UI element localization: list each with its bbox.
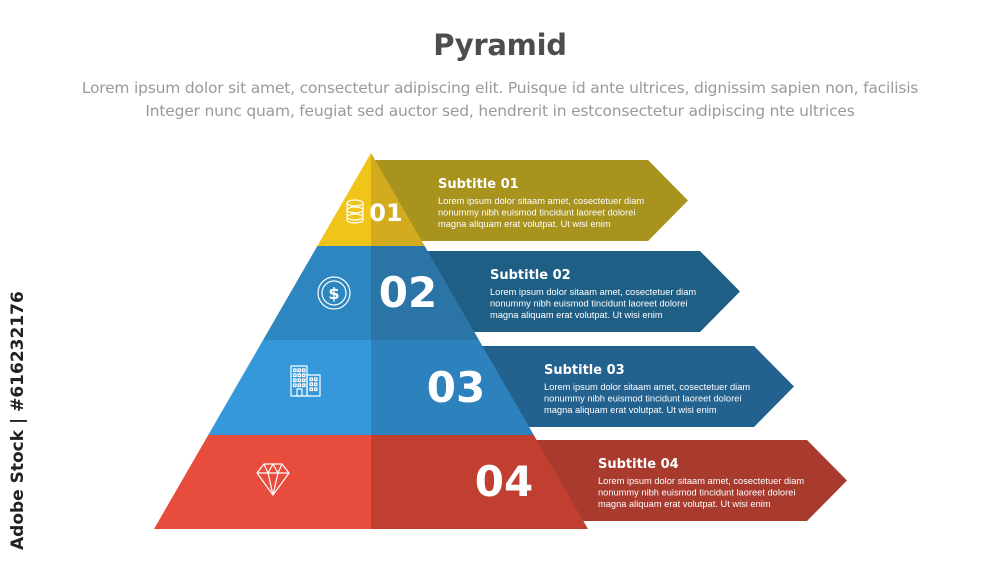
level-4-text-line: Lorem ipsum dolor sitaam amet, cosectetu… bbox=[598, 476, 804, 486]
level-1-text-line: nonummy nibh euismod tincidunt laoreet d… bbox=[438, 208, 635, 218]
building-icon bbox=[290, 365, 321, 397]
database-icon bbox=[346, 199, 364, 224]
level-3-text-line: magna aliquam erat volutpat. Ut wisi eni… bbox=[544, 405, 717, 415]
arrow-banner-4 bbox=[532, 440, 847, 521]
pyramid-level-1-right bbox=[371, 153, 425, 246]
page-subtitle-line-2: Integer nunc quam, feugiat sed auctor se… bbox=[145, 102, 855, 120]
pyramid-level-3-right bbox=[371, 340, 534, 435]
pyramid-level-4-left bbox=[154, 435, 371, 529]
level-1-text-line: Lorem ipsum dolor sitaam amet, cosectetu… bbox=[438, 196, 644, 206]
page-title: Pyramid bbox=[433, 28, 567, 62]
diamond-icon bbox=[256, 463, 290, 496]
pyramid-level-4-right bbox=[371, 435, 588, 529]
level-1-subtitle: Subtitle 01 bbox=[438, 177, 519, 192]
level-2-subtitle: Subtitle 02 bbox=[490, 268, 571, 283]
level-2-text-line: Lorem ipsum dolor sitaam amet, cosectetu… bbox=[490, 287, 696, 297]
arrow-banner-3 bbox=[478, 346, 794, 427]
level-3-number: 03 bbox=[427, 363, 485, 412]
pyramid-level-3-left bbox=[208, 340, 371, 435]
arrow-banner-1 bbox=[372, 160, 688, 241]
arrow-banners bbox=[372, 160, 847, 521]
page-subtitle-line-1: Lorem ipsum dolor sit amet, consectetur … bbox=[81, 79, 919, 97]
pyramid-level-2-left bbox=[263, 246, 371, 340]
level-3-subtitle: Subtitle 03 bbox=[544, 363, 625, 378]
level-2-text-line: nonummy nibh euismod tincidunt laoreet d… bbox=[490, 299, 687, 309]
level-4-subtitle: Subtitle 04 bbox=[598, 457, 679, 472]
level-2-number: 02 bbox=[379, 268, 437, 317]
level-2-text-line: magna aliquam erat volutpat. Ut wisi eni… bbox=[490, 310, 663, 320]
svg-text:$: $ bbox=[328, 284, 339, 303]
pyramid-level-1-left bbox=[317, 153, 371, 246]
level-3-text-line: Lorem ipsum dolor sitaam amet, cosectetu… bbox=[544, 382, 750, 392]
level-1-number: 01 bbox=[369, 199, 402, 227]
arrow-banner-2 bbox=[424, 251, 740, 332]
watermark: Adobe Stock | #616232176 bbox=[6, 291, 32, 550]
level-4-text-line: nonummy nibh euismod tincidunt laoreet d… bbox=[598, 488, 795, 498]
watermark-text: Adobe Stock | #616232176 bbox=[8, 291, 28, 550]
level-1-text-line: magna aliquam erat volutpat. Ut wisi eni… bbox=[438, 219, 611, 229]
dollar-coin-icon: $ bbox=[317, 276, 351, 310]
pyramid-level-2-right bbox=[371, 246, 479, 340]
level-labels: 01 Subtitle 01 Lorem ipsum dolor sitaam am… bbox=[256, 177, 804, 509]
level-4-text-line: magna aliquam erat volutpat. Ut wisi eni… bbox=[598, 499, 771, 509]
level-3-text-line: nonummy nibh euismod tincidunt laoreet d… bbox=[544, 394, 741, 404]
level-4-number: 04 bbox=[475, 457, 533, 506]
